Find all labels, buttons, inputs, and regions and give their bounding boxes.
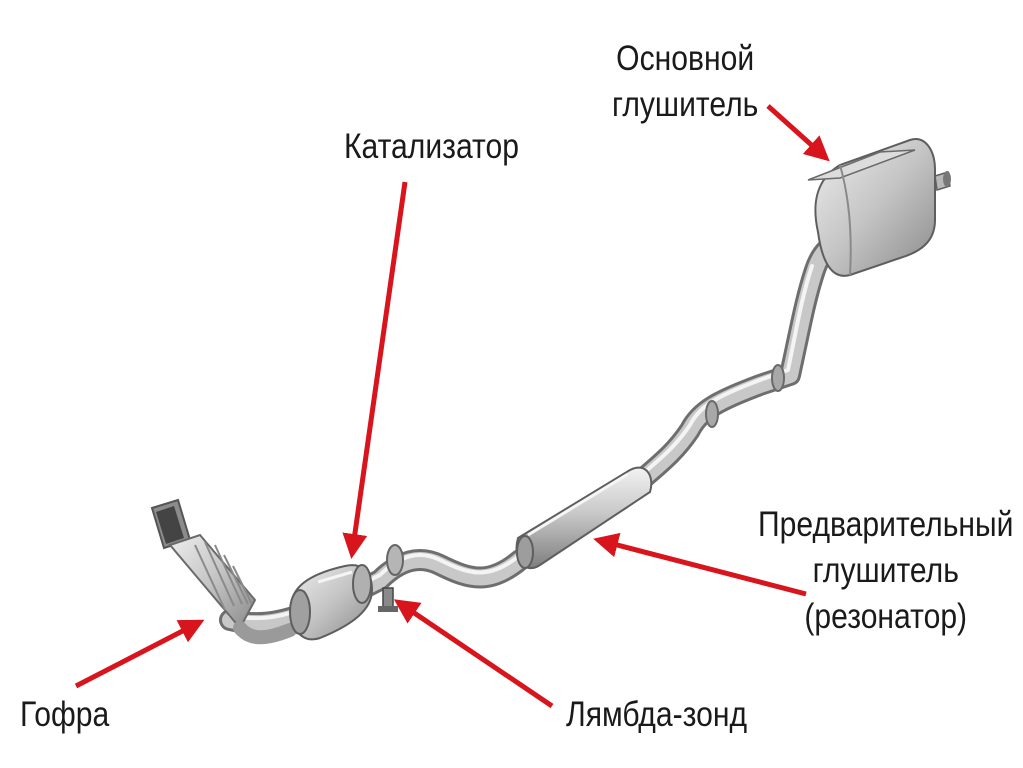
catalyst: [289, 564, 374, 641]
pre-muffler-label-line-2: глушитель: [812, 551, 959, 590]
arrow-main-muffler: [766, 104, 830, 162]
lambda-probe: [378, 587, 398, 612]
arrow-pre-muffler: [593, 532, 807, 597]
catalyst-label: Катализатор: [344, 127, 519, 166]
arrow-catalyst: [342, 181, 408, 559]
lambda-probe-label: Лямбда-зонд: [566, 695, 748, 734]
flex-pipe: [150, 498, 297, 645]
arrow-flex-pipe: [74, 619, 205, 689]
main-muffler-label-line-2: глушитель: [612, 85, 759, 124]
pre-muffler-label: Предварительный глушитель (резонатор): [758, 502, 1013, 640]
arrow-lambda-probe: [393, 599, 554, 709]
main-muffler: [807, 138, 951, 277]
callout-arrows: [74, 104, 830, 709]
pre-muffler: [515, 466, 653, 570]
main-muffler-label-line-1: Основной: [616, 39, 755, 78]
main-muffler-label: Основной глушитель: [612, 36, 758, 128]
flex-pipe-label: Гофра: [20, 695, 110, 734]
pipe-clamps: [386, 364, 785, 576]
pre-muffler-label-line-1: Предварительный: [758, 505, 1014, 544]
pre-muffler-label-line-3: (резонатор): [804, 597, 968, 636]
